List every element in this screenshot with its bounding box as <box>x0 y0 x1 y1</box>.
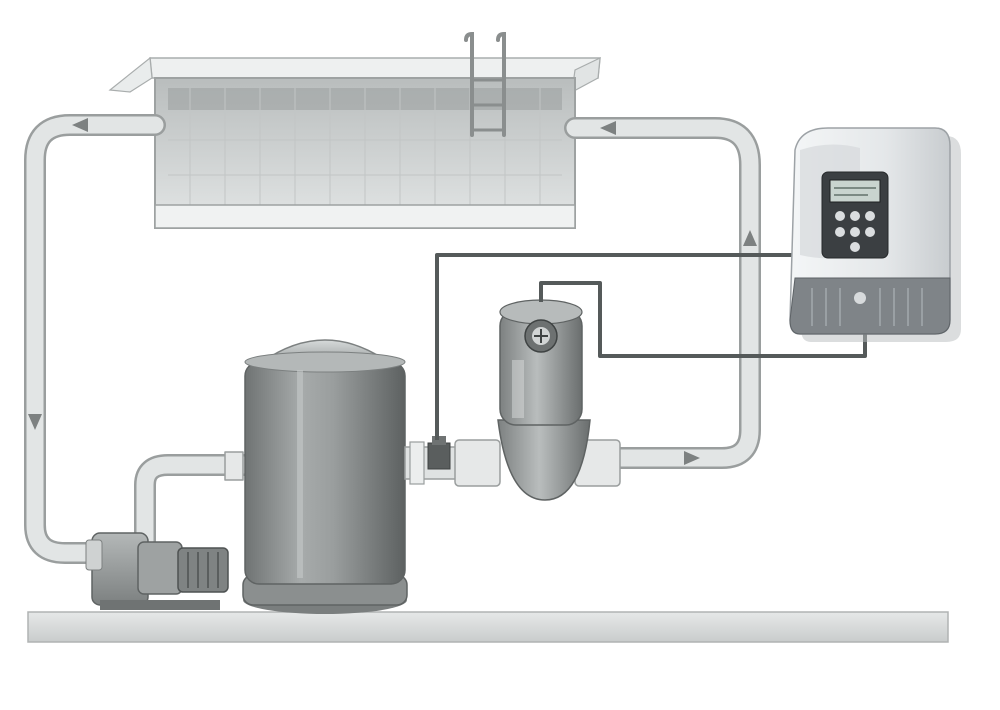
keypad-button[interactable] <box>865 211 875 221</box>
suction-pipe <box>24 114 166 564</box>
arrow-left-icon <box>72 118 88 132</box>
filter-to-cell-pipe <box>404 439 621 487</box>
control-panel-icon <box>789 127 961 342</box>
arrow-right-icon <box>684 451 700 465</box>
swimming-pool-icon <box>108 56 601 229</box>
water-pump-icon <box>85 532 229 610</box>
keypad-button[interactable] <box>850 211 860 221</box>
keypad-button[interactable] <box>850 227 860 237</box>
flow-arrows <box>28 118 757 465</box>
keypad-button[interactable] <box>835 227 845 237</box>
pool-ladder-icon <box>464 31 506 137</box>
sand-filter-tank-icon <box>242 339 408 614</box>
keypad-button[interactable] <box>835 211 845 221</box>
salt-cell-icon <box>497 299 591 501</box>
control-cables <box>435 253 867 440</box>
keypad-button[interactable] <box>865 227 875 237</box>
floor-slab <box>27 611 949 643</box>
arrow-down-icon <box>28 414 42 430</box>
keypad-button[interactable] <box>850 242 860 252</box>
pump-to-filter-pipe <box>134 451 256 556</box>
arrow-up-icon <box>743 230 757 246</box>
flow-sensor-icon <box>427 436 451 470</box>
return-pipe <box>564 117 761 469</box>
arrow-left-icon <box>600 121 616 135</box>
